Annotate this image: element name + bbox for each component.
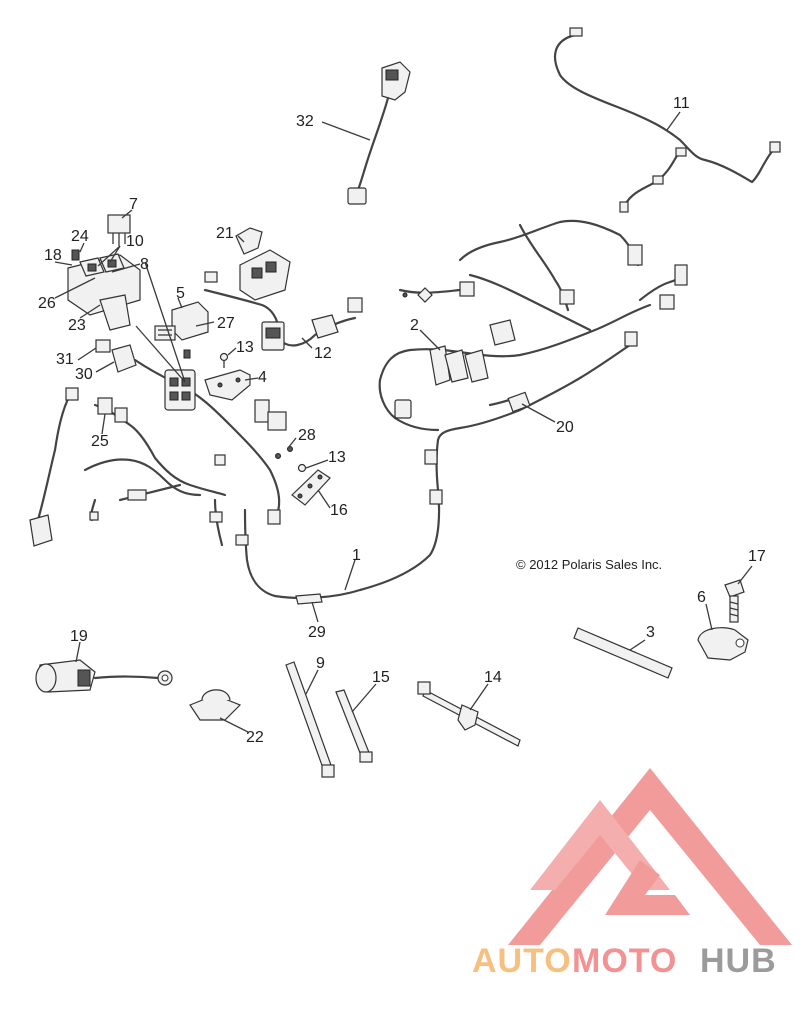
callout-8: 8	[140, 256, 149, 273]
part-6-clamp	[697, 627, 749, 661]
part-4-bracket	[204, 369, 251, 401]
callout-24: 24	[71, 228, 89, 245]
callout-30: 30	[75, 366, 93, 383]
part-30-connector	[111, 344, 137, 373]
callout-1: 1	[352, 547, 361, 564]
part-29-clip	[295, 593, 323, 605]
callout-26: 26	[38, 295, 56, 312]
callout-28: 28	[298, 427, 316, 444]
callout-25: 25	[91, 433, 109, 450]
leader-lines	[54, 111, 753, 733]
part-13-bolt-lower	[297, 463, 307, 473]
part-5-module	[171, 301, 209, 341]
watermark-hub: HUB	[700, 942, 777, 980]
watermark-auto: AUTO	[472, 942, 572, 980]
callout-13-lower: 13	[328, 449, 346, 466]
part-15-cable-tie	[335, 689, 373, 763]
copyright-notice: © 2012 Polaris Sales Inc.	[516, 557, 662, 572]
watermark-moto: MOTO	[572, 942, 677, 980]
callout-13-upper: 13	[236, 339, 254, 356]
part-28-fastener	[275, 446, 293, 459]
part-3-foam-strip	[573, 627, 673, 679]
callout-15: 15	[372, 669, 390, 686]
part-14-push-mount-tie	[417, 681, 521, 747]
callout-3: 3	[646, 624, 655, 641]
part-16-ground-block	[291, 469, 331, 506]
callout-2: 2	[410, 317, 419, 334]
part-19-ignition-switch	[35, 659, 173, 693]
mid-harness	[378, 219, 688, 432]
callout-4: 4	[258, 369, 267, 386]
part-32-sensor-lead	[347, 61, 411, 205]
callout-9: 9	[316, 655, 325, 672]
part-13-bolt-upper	[219, 352, 229, 368]
callout-14: 14	[484, 669, 502, 686]
callout-32: 32	[296, 113, 314, 130]
callout-20: 20	[556, 419, 574, 436]
part-11-rear-harness	[553, 27, 781, 213]
callout-10: 10	[126, 233, 144, 250]
callout-5: 5	[176, 285, 185, 302]
callout-16: 16	[330, 502, 348, 519]
callout-31: 31	[56, 351, 74, 368]
part-31-connector	[95, 339, 111, 353]
callout-21: 21	[216, 225, 234, 242]
callout-12: 12	[314, 345, 332, 362]
main-front-harness	[29, 343, 632, 600]
callout-7: 7	[129, 196, 138, 213]
watermark-logo: AUTO MOTO HUB	[472, 768, 792, 980]
callout-19: 19	[70, 628, 88, 645]
callout-29: 29	[308, 624, 326, 641]
callout-6: 6	[697, 589, 706, 606]
callout-18: 18	[44, 247, 62, 264]
callout-23: 23	[68, 317, 86, 334]
part-22-clip	[189, 689, 242, 721]
part-17-screw	[724, 579, 745, 623]
callout-17: 17	[748, 548, 766, 565]
callout-labels: 32 11 7 21 24 10 18 8 26 5 27 23 12 13 3…	[38, 95, 766, 746]
part-12-front-harness	[203, 227, 363, 351]
callout-27: 27	[217, 315, 235, 332]
part-7-relay	[107, 214, 131, 246]
callout-22: 22	[246, 729, 264, 746]
callout-11: 11	[673, 95, 690, 112]
part-9-cable-tie	[285, 661, 335, 778]
